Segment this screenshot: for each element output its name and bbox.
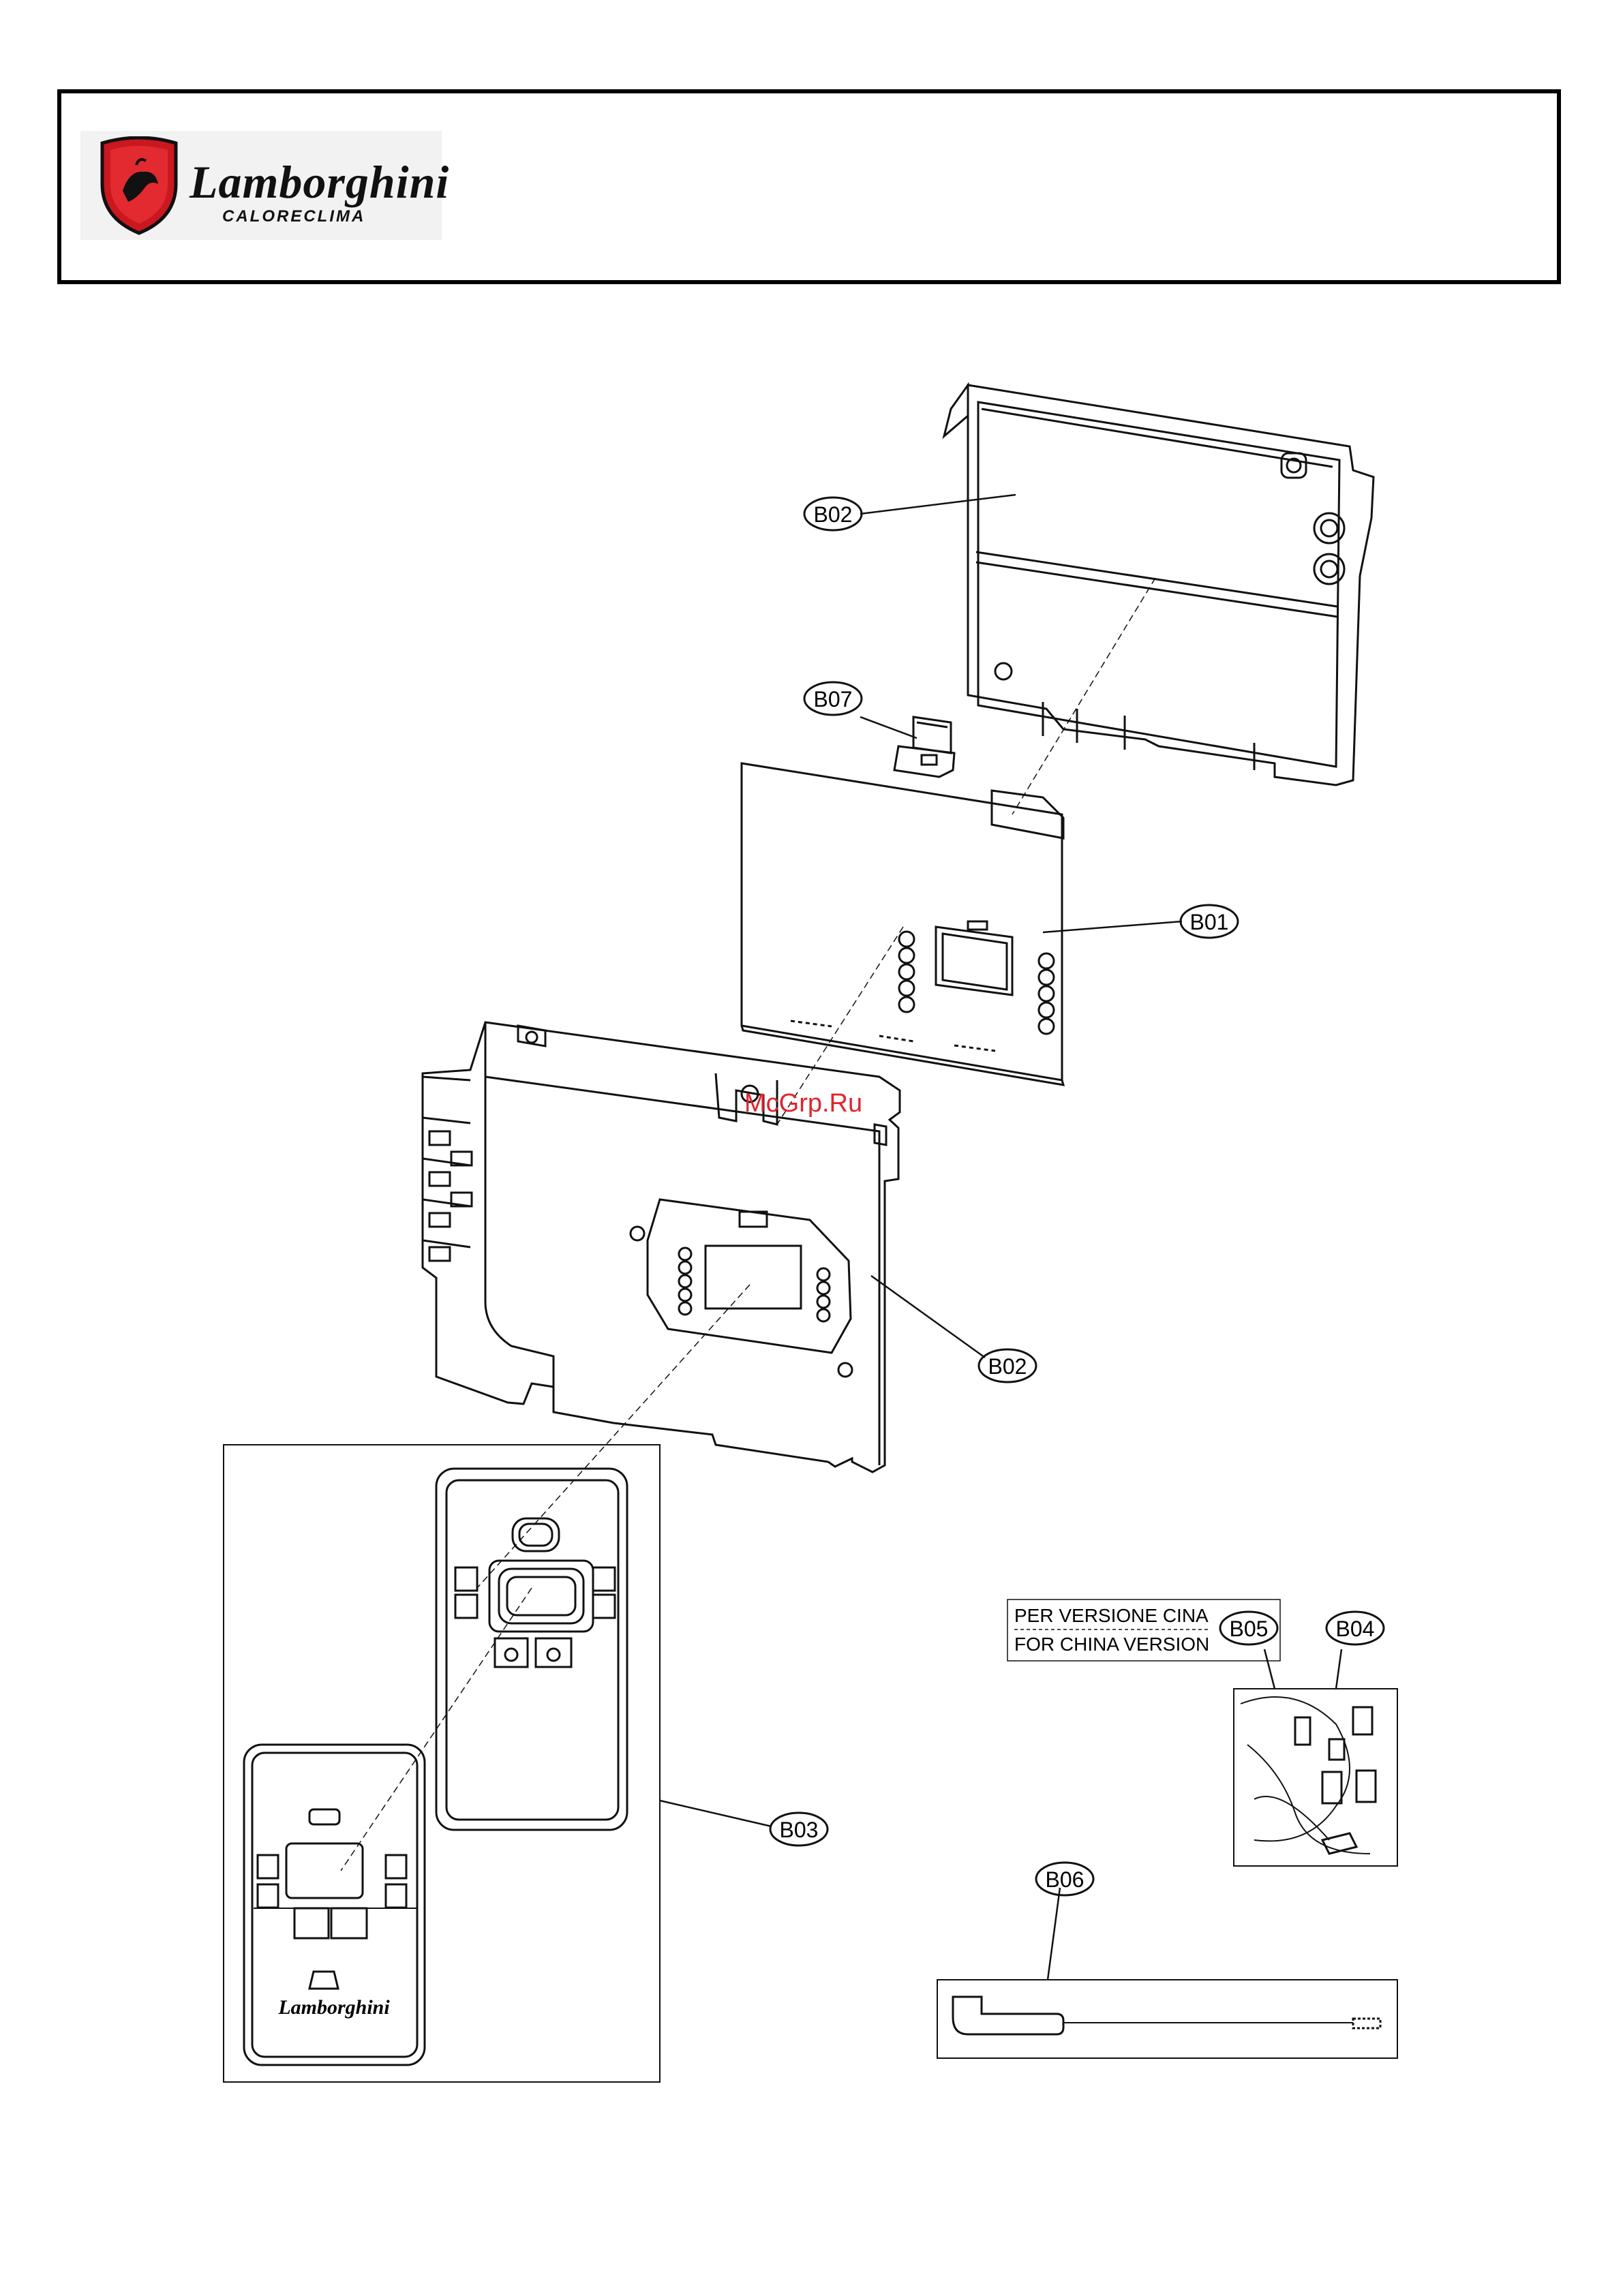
callout-label-b07: B07 — [814, 687, 853, 711]
callout-label-b03: B03 — [780, 1818, 819, 1842]
callout-label-b05: B05 — [1230, 1617, 1269, 1641]
callout-label-b02-mid: B02 — [988, 1354, 1027, 1379]
rear-cover-part — [944, 385, 1374, 785]
china-note-line1: PER VERSIONE CINA — [1014, 1605, 1209, 1626]
control-board-part — [742, 763, 1063, 1085]
front-panel-group-frame — [224, 1445, 660, 2082]
cable-harness-part — [1234, 1689, 1397, 1866]
dash-lines — [341, 578, 1155, 1871]
callout-label-b01: B01 — [1190, 910, 1229, 934]
callout-label-b06: B06 — [1046, 1867, 1084, 1892]
sensor-part — [937, 1980, 1397, 2058]
front-panel-brand: Lamborghini — [277, 1996, 390, 2019]
panel-back-part — [436, 1469, 627, 1830]
connector-part — [894, 717, 954, 777]
leader-lines — [660, 495, 1341, 1980]
watermark: McGrp.Ru — [744, 1089, 862, 1118]
callout-label-b04: B04 — [1336, 1617, 1375, 1641]
china-note-line2: FOR CHINA VERSION — [1014, 1634, 1209, 1655]
callout-label-b02-top: B02 — [814, 502, 853, 527]
